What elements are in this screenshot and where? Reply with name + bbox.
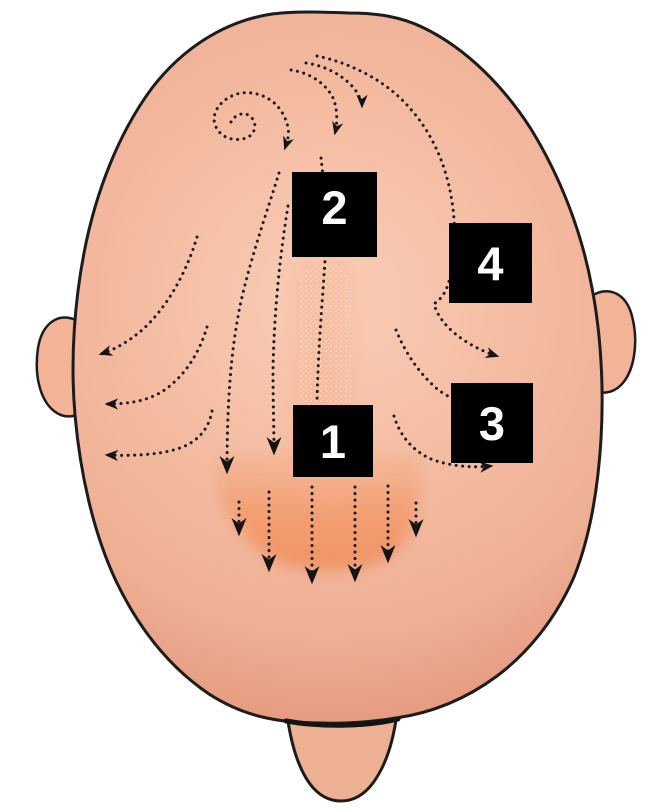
crown-whorl-spiral — [212, 91, 294, 151]
region-marker-1: 1 — [293, 405, 373, 477]
region-marker-4: 4 — [449, 223, 532, 303]
region-marker-4-label: 4 — [477, 236, 504, 290]
hair-flow-line-right-1 — [394, 328, 455, 401]
hair-flow-arrow-right-2 — [392, 414, 494, 473]
hair-flow-arrow-left-3 — [104, 409, 214, 462]
nose-top-line — [283, 716, 401, 728]
hair-flow-arrow-top-middle — [304, 61, 368, 109]
region-marker-2-label: 2 — [321, 181, 348, 234]
region-marker-3: 3 — [451, 383, 533, 463]
hair-flow-arrow-center-mid — [266, 204, 290, 456]
region-marker-3-label: 3 — [478, 396, 506, 450]
hair-flow-arrow-center-left — [219, 171, 281, 475]
hair-flow-arrow-top-inner — [289, 68, 344, 136]
hair-flow-arrow-left-2 — [104, 325, 209, 410]
forehead-flush — [213, 451, 423, 571]
region-marker-1-label: 1 — [319, 414, 347, 468]
region-marker-2: 2 — [292, 172, 377, 257]
nose — [286, 717, 398, 803]
